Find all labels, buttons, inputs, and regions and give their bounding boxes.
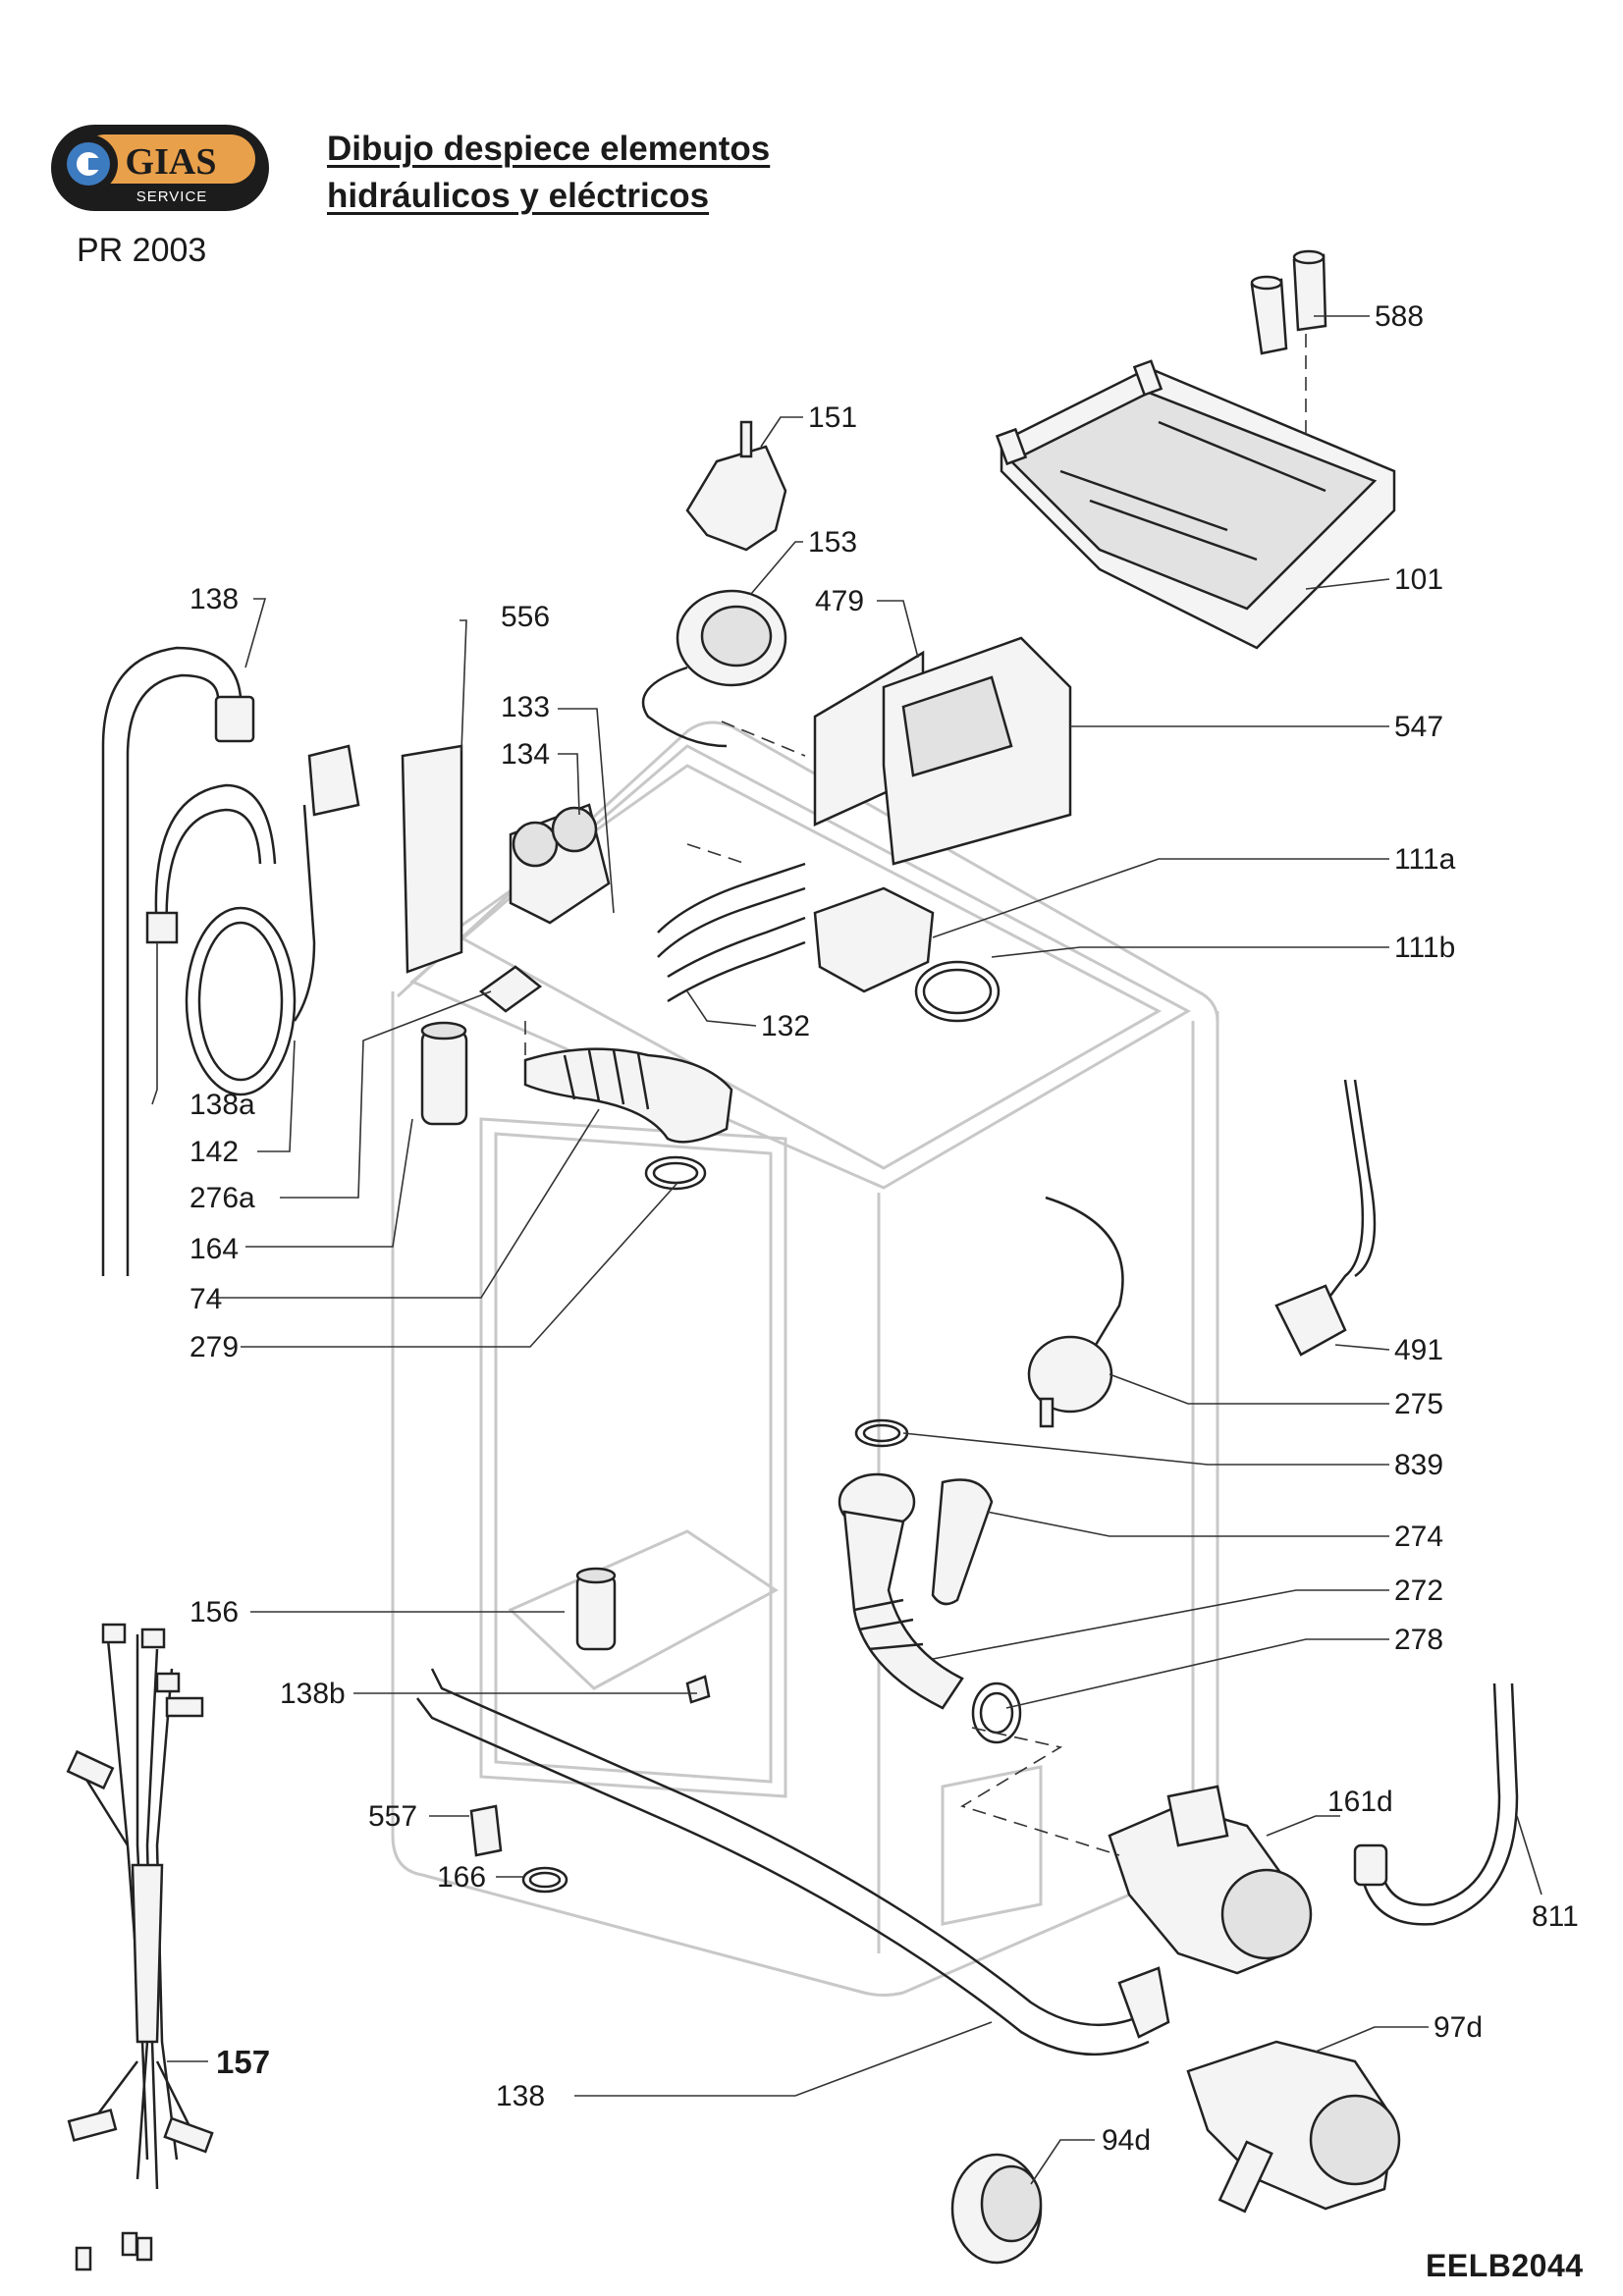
leader-lines	[151, 315, 1542, 2185]
inlet-hoses	[101, 646, 360, 1276]
capacitor-164	[420, 965, 543, 1126]
label-138-top: 138	[189, 583, 239, 615]
label-278: 278	[1394, 1624, 1443, 1656]
control-board-479-547	[813, 636, 1072, 866]
label-274: 274	[1394, 1521, 1443, 1553]
label-132: 132	[761, 1010, 810, 1042]
label-557: 557	[368, 1800, 417, 1833]
door-lock-111	[813, 886, 1001, 1023]
label-74: 74	[189, 1283, 222, 1315]
label-166: 166	[437, 1861, 486, 1894]
label-588: 588	[1375, 300, 1424, 333]
drain-assembly	[838, 1418, 1022, 1744]
clips-557-166	[469, 1804, 568, 1894]
label-138a: 138a	[189, 1089, 255, 1121]
model-number: PR 2003	[77, 232, 207, 269]
label-134: 134	[501, 738, 550, 771]
label-157: 157	[216, 2044, 270, 2080]
part-labels: 588 151 153 101 479 138 556 133 134 547 …	[189, 300, 1579, 2157]
drain-hose-138	[416, 1668, 1170, 2056]
hoses-132	[657, 862, 806, 1003]
label-556: 556	[501, 601, 550, 633]
label-272: 272	[1394, 1575, 1443, 1607]
label-164: 164	[189, 1233, 239, 1265]
label-547: 547	[1394, 711, 1443, 743]
power-cord-491	[1274, 1079, 1377, 1357]
logo-brand-name: GIAS	[126, 141, 217, 183]
switch-151	[685, 420, 787, 552]
drawing-code: EELB2044	[1426, 2248, 1584, 2283]
label-111b: 111b	[1394, 932, 1455, 964]
pressure-switch-153	[641, 589, 787, 748]
detergent-drawer-101	[995, 359, 1396, 650]
label-153: 153	[808, 526, 857, 559]
label-142: 142	[189, 1136, 239, 1168]
page-title: Dibujo despiece elementos hidráulicos y …	[327, 126, 770, 220]
label-151: 151	[808, 401, 857, 434]
label-275: 275	[1394, 1388, 1443, 1420]
logo-brand-sub: SERVICE	[136, 188, 208, 205]
capacitor-156	[575, 1567, 617, 1651]
label-479: 479	[815, 585, 864, 617]
bellows-74	[523, 1047, 733, 1191]
label-138-bottom: 138	[496, 2080, 545, 2112]
wiring-harness-157	[66, 1623, 214, 2271]
label-94d: 94d	[1102, 2124, 1151, 2157]
title-line-2: hidráulicos y eléctricos	[327, 177, 710, 215]
label-111a: 111a	[1394, 843, 1456, 876]
label-811: 811	[1532, 1900, 1579, 1933]
pressure-chamber-275	[1027, 1196, 1124, 1428]
label-276a: 276a	[189, 1182, 255, 1214]
drain-hose-811	[1353, 1682, 1519, 1926]
label-133: 133	[501, 691, 550, 723]
label-101: 101	[1394, 563, 1443, 596]
label-161d: 161d	[1327, 1786, 1393, 1818]
label-839: 839	[1394, 1449, 1443, 1481]
filter-94d	[950, 2153, 1043, 2265]
pump-97d	[1186, 2040, 1401, 2214]
label-138b: 138b	[280, 1678, 346, 1710]
label-491: 491	[1394, 1334, 1443, 1366]
assembly-dash-lines	[524, 721, 1120, 1856]
drain-pump-161d	[1108, 1785, 1313, 1975]
gias-service-logo: GIAS SERVICE	[51, 125, 269, 211]
label-97d: 97d	[1434, 2011, 1483, 2044]
title-line-1: Dibujo despiece elementos	[327, 130, 771, 168]
inlet-valve-134	[401, 744, 611, 974]
label-279: 279	[189, 1331, 239, 1363]
caps-588	[1250, 249, 1327, 442]
label-156: 156	[189, 1596, 239, 1629]
